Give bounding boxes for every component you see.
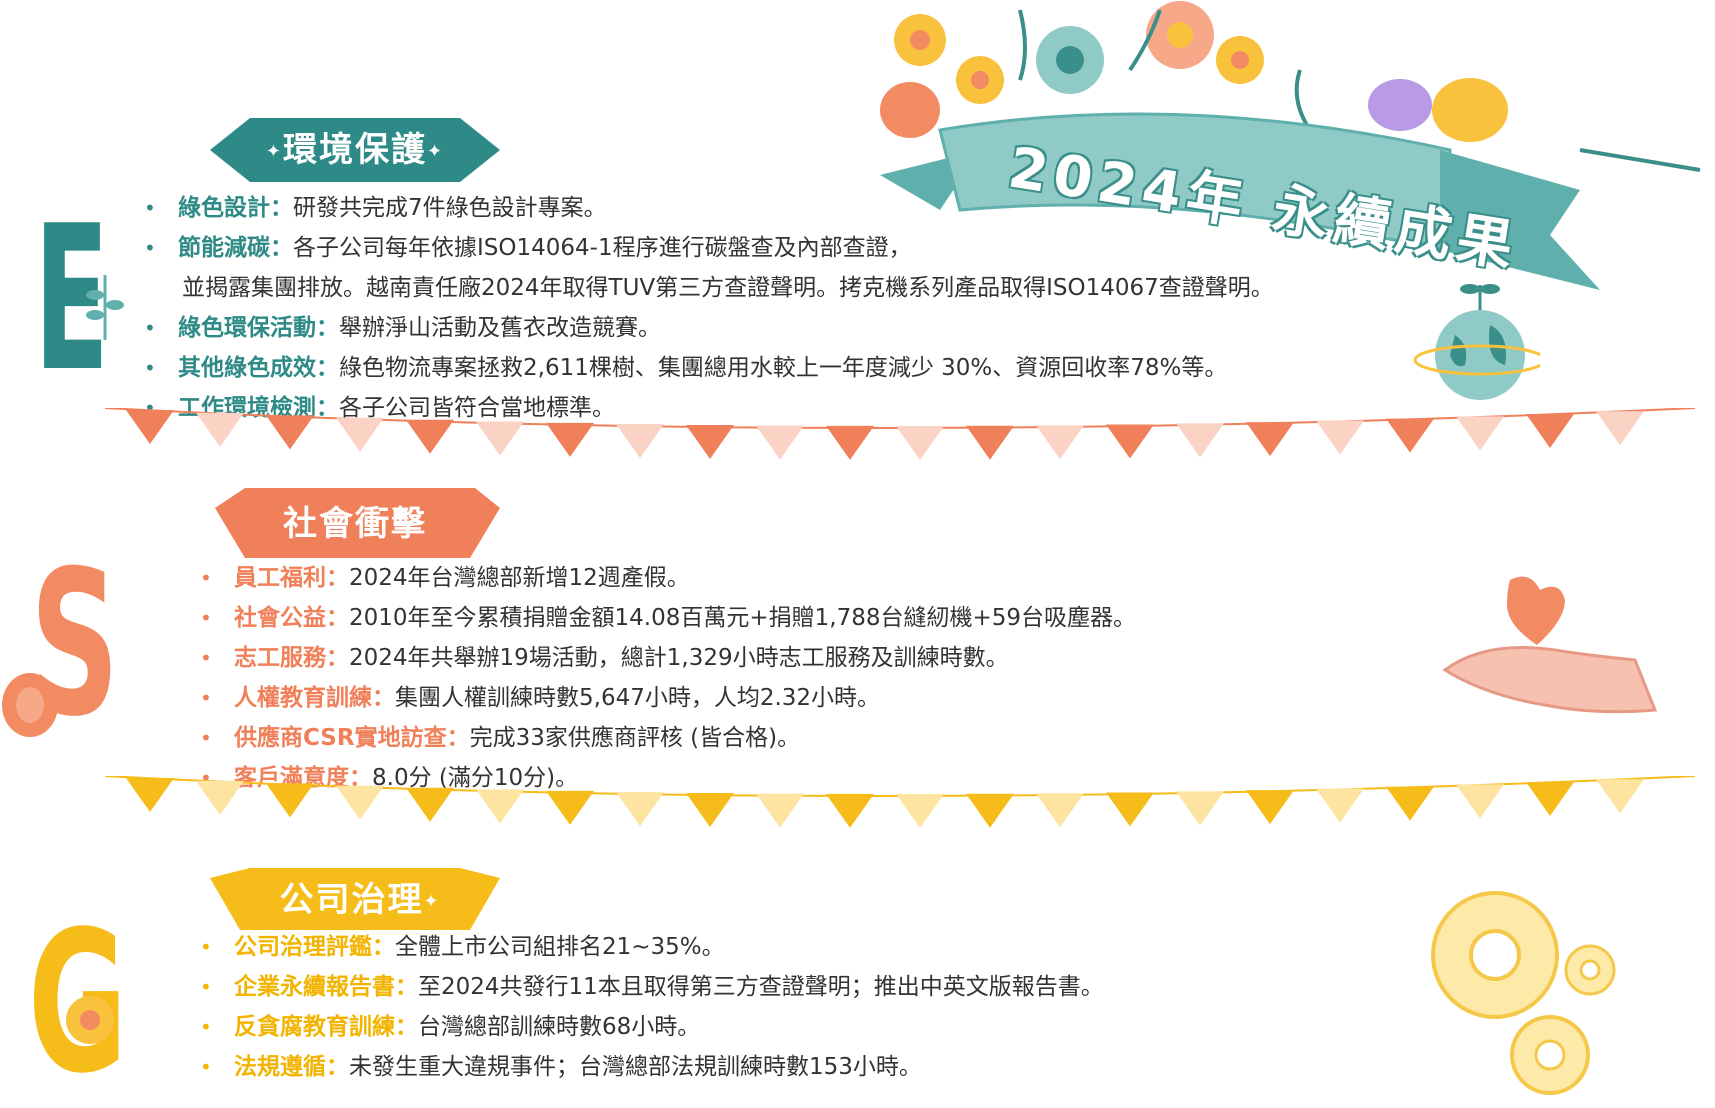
bunting-flag <box>1246 422 1294 457</box>
list-item: •法規遵循：未發生重大違規事件；台灣總部法規訓練時數153小時。 <box>200 1054 922 1080</box>
gov-title: 公司治理 <box>279 880 424 920</box>
bunting-flag <box>196 412 244 447</box>
bunting-flag <box>1176 791 1224 826</box>
bunting-flag <box>1036 425 1084 460</box>
bunting-flag <box>266 415 314 450</box>
earth-icon <box>1413 284 1540 400</box>
bunting-flag <box>686 424 734 459</box>
bunting-flag <box>1386 418 1434 453</box>
bunting-flag <box>1456 416 1504 451</box>
bunting-flag <box>1526 781 1574 816</box>
bunting-flag <box>126 777 174 812</box>
flower-decoration <box>880 1 1701 172</box>
list-item: •員工福利：2024年台灣總部新增12週產假。 <box>200 565 690 591</box>
list-item: •志工服務：2024年共舉辦19場活動，總計1,329小時志工服務及訓練時數。 <box>200 645 1009 671</box>
bunting-flag <box>1596 779 1644 814</box>
gov-ribbon <box>210 868 500 930</box>
bunting-string <box>104 408 1696 429</box>
soc-ribbon <box>215 488 500 558</box>
bunting-flag <box>616 424 664 459</box>
bunting-flag <box>1246 790 1294 825</box>
bunting-string <box>104 776 1696 797</box>
bunting-flag <box>1176 423 1224 458</box>
bunting-flag <box>966 425 1014 460</box>
gov-title-wrap: 公司治理✦ <box>279 880 441 920</box>
list-item: •反貪腐教育訓練：台灣總部訓練時數68小時。 <box>200 1014 701 1040</box>
bunting-flag <box>1526 413 1574 448</box>
bunting-flag <box>966 793 1014 828</box>
bunting-flag <box>336 417 384 452</box>
banner-ribbon <box>880 1 1701 290</box>
list-item: •節能減碳：各子公司每年依據ISO14064-1程序進行碳盤查及內部查證， <box>144 235 912 261</box>
bunting-orange <box>104 408 1696 460</box>
flower-icon <box>2 673 58 737</box>
bunting-flag <box>616 792 664 827</box>
list-item: •綠色設計：研發共完成7件綠色設計專案。 <box>144 195 607 221</box>
bunting-flag <box>756 425 804 460</box>
list-item: •工作環境檢測：各子公司皆符合當地標準。 <box>144 395 615 421</box>
bunting-flag <box>1106 792 1154 827</box>
env-title: 環境保護 <box>283 130 427 170</box>
bunting-flag <box>406 787 454 822</box>
env-title-wrap: ✦環境保護✦ <box>265 130 445 170</box>
list-item: •其他綠色成效：綠色物流專案拯救2,611棵樹、集團總用水較上一年度減少 30%… <box>144 355 1228 381</box>
env-list: •綠色設計：研發共完成7件綠色設計專案。 •節能減碳：各子公司每年依據ISO14… <box>140 188 1274 428</box>
list-item: •綠色環保活動：舉辦淨山活動及舊衣改造競賽。 <box>144 315 661 341</box>
list-item: •企業永續報告書：至2024共發行11本且取得第三方查證聲明；推出中英文版報告書… <box>200 974 1104 1000</box>
bunting-flag <box>546 790 594 825</box>
bunting-flag <box>1316 420 1364 455</box>
leaf-icon <box>86 275 124 340</box>
bunting-flag <box>1036 793 1084 828</box>
bunting-flag <box>756 793 804 828</box>
bunting-flag <box>546 422 594 457</box>
bunting-flag <box>1596 411 1644 446</box>
bunting-flag <box>406 419 454 454</box>
bunting-flag <box>896 425 944 460</box>
bunting-flag <box>266 783 314 818</box>
bunting-flag <box>476 789 524 824</box>
list-item: •人權教育訓練：集團人權訓練時數5,647小時，人均2.32小時。 <box>200 685 881 711</box>
list-item: •公司治理評鑑：全體上市公司組排名21~35%。 <box>200 934 725 960</box>
gear-icon <box>1431 891 1616 1095</box>
soc-title: 社會衝擊 <box>283 504 427 544</box>
bunting-flag <box>476 421 524 456</box>
bunting-flag <box>1316 788 1364 823</box>
hand-heart-icon <box>1442 576 1658 714</box>
bunting-flag <box>1386 786 1434 821</box>
env-ribbon <box>210 118 500 182</box>
list-item: •社會公益：2010年至今累積捐贈金額14.08百萬元+捐贈1,788台縫紉機+… <box>200 605 1137 631</box>
bunting-flag <box>1106 424 1154 459</box>
list-item: 並揭露集團排放。越南責任廠2024年取得TUV第三方查證聲明。拷克機系列產品取得… <box>182 275 1274 301</box>
bunting-flag <box>826 425 874 460</box>
flower-icon <box>66 996 114 1044</box>
list-item: •供應商CSR實地訪查：完成33家供應商評核 (皆合格)。 <box>200 725 801 751</box>
bunting-yellow <box>104 776 1696 828</box>
bunting-flag <box>1456 784 1504 819</box>
gov-list: •公司治理評鑑：全體上市公司組排名21~35%。 •企業永續報告書：至2024共… <box>196 927 1104 1087</box>
bunting-flag <box>336 785 384 820</box>
bunting-flag <box>196 780 244 815</box>
soc-list: •員工福利：2024年台灣總部新增12週產假。 •社會公益：2010年至今累積捐… <box>196 558 1136 798</box>
bunting-flag <box>126 409 174 444</box>
bunting-flag <box>896 793 944 828</box>
bunting-flag <box>826 793 874 828</box>
bunting-flag <box>686 792 734 827</box>
